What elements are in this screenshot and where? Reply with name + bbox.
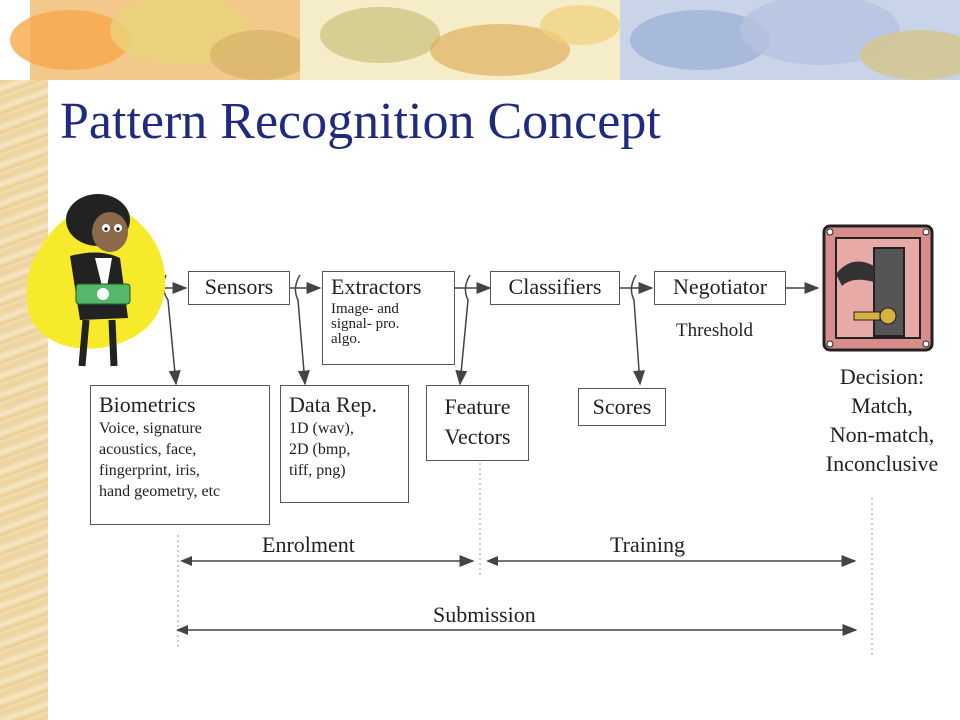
data-rep-line-2: 2D (bmp, bbox=[289, 441, 351, 458]
scores-box: Scores bbox=[578, 388, 666, 426]
extractors-stage: Extractors Image- and signal- pro. algo. bbox=[322, 271, 455, 365]
decision-line-3: Non-match, bbox=[829, 422, 935, 447]
biometrics-box: Biometrics Voice, signature acoustics, f… bbox=[90, 385, 270, 525]
decision-line-1: Decision: bbox=[839, 364, 925, 389]
classifiers-label: Classifiers bbox=[508, 274, 602, 299]
decorative-top-banner bbox=[0, 0, 960, 80]
extractors-note-line-2: signal- pro. bbox=[331, 316, 400, 332]
padlock-key-icon bbox=[822, 224, 934, 352]
sensors-stage: Sensors bbox=[188, 271, 290, 305]
decision-line-2: Match, bbox=[851, 393, 913, 418]
slide-title: Pattern Recognition Concept bbox=[60, 93, 661, 150]
biometrics-title: Biometrics bbox=[99, 392, 196, 417]
enrolment-label: Enrolment bbox=[262, 532, 355, 557]
negotiator-label: Negotiator bbox=[672, 274, 768, 299]
data-rep-title: Data Rep. bbox=[289, 392, 377, 417]
biometrics-line-3: fingerprint, iris, bbox=[99, 462, 200, 479]
biometrics-line-2: acoustics, face, bbox=[99, 441, 197, 458]
data-rep-line-1: 1D (wav), bbox=[289, 420, 354, 437]
training-label: Training bbox=[610, 532, 685, 557]
negotiator-stage: Negotiator bbox=[654, 271, 786, 305]
extractors-label: Extractors bbox=[331, 274, 422, 299]
extractors-note-line-1: Image- and bbox=[331, 301, 399, 317]
threshold-label: Threshold bbox=[676, 320, 754, 341]
data-rep-line-3: tiff, png) bbox=[289, 462, 346, 479]
feature-vectors-line-1: Feature bbox=[444, 394, 511, 419]
data-representation-box: Data Rep. 1D (wav), 2D (bmp, tiff, png) bbox=[280, 385, 409, 503]
sensors-label: Sensors bbox=[204, 274, 274, 299]
feature-vectors-line-2: Vectors bbox=[444, 424, 511, 449]
biometrics-line-1: Voice, signature bbox=[99, 420, 202, 437]
person-with-money-icon bbox=[26, 194, 166, 367]
biometrics-line-4: hand geometry, etc bbox=[99, 483, 221, 500]
decision-text: Decision: Match, Non-match, Inconclusive bbox=[800, 362, 960, 478]
decision-line-4: Inconclusive bbox=[825, 451, 939, 476]
decorative-side-strip bbox=[0, 0, 48, 720]
classifiers-stage: Classifiers bbox=[490, 271, 620, 305]
submission-label: Submission bbox=[433, 602, 536, 627]
extractors-note-line-3: algo. bbox=[331, 331, 361, 347]
scores-label: Scores bbox=[592, 394, 652, 419]
feature-vectors-box: Feature Vectors bbox=[426, 385, 529, 461]
